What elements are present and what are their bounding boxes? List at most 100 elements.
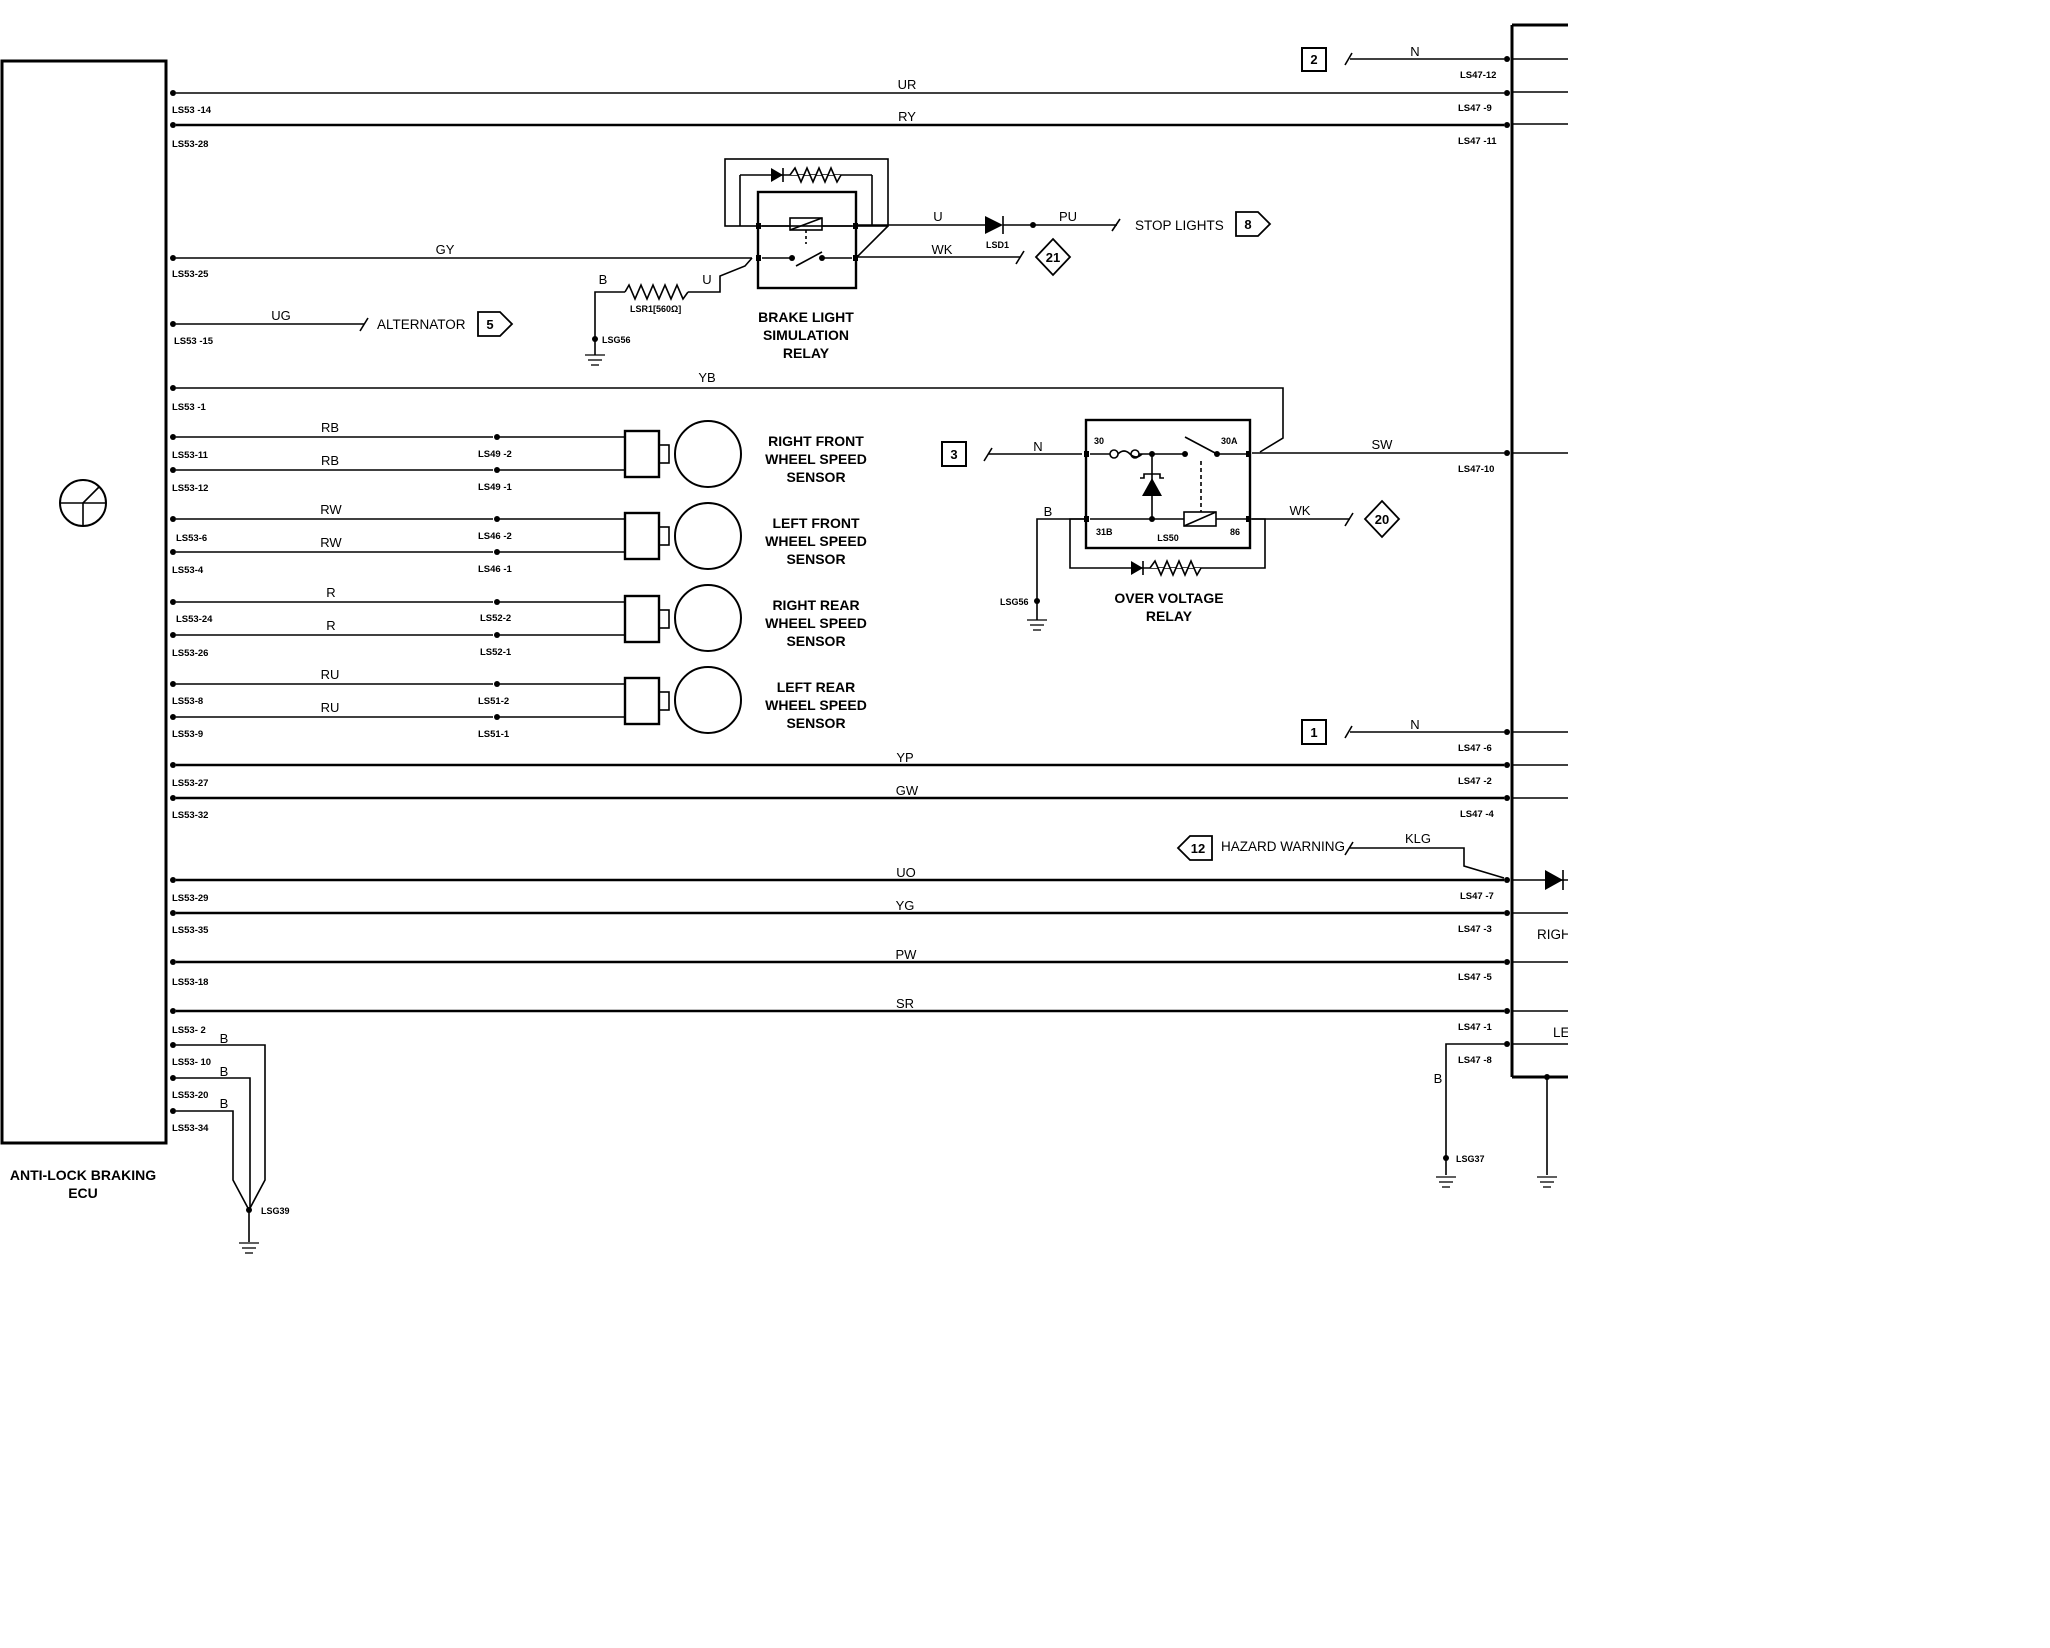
sensor-lf [623, 502, 742, 570]
wire-wk-21 [858, 250, 1025, 265]
pin-ls47-3: LS47 -3 [1458, 924, 1492, 935]
sensor-lr [623, 666, 742, 734]
sensor-rr-title-3: SENSOR [786, 633, 845, 649]
pin-ls53-24: LS53-24 [176, 614, 213, 625]
pin-ls53-1: LS53 -1 [172, 402, 207, 413]
pin-ls47-6: LS47 -6 [1458, 743, 1492, 754]
pin-ls46-1: LS46 -1 [478, 564, 513, 575]
sensor-lr-title-3: SENSOR [786, 715, 845, 731]
ref-box-3-label: 3 [950, 447, 957, 462]
ground-label-lsg56-b: LSG56 [1000, 597, 1029, 607]
wire-label-rw-1: RW [320, 502, 342, 517]
pin-ls47-5: LS47 -5 [1458, 972, 1493, 983]
sensor-lf-wires [170, 516, 625, 555]
ref-box-1 [1301, 719, 1327, 745]
ref-diamond-20-label: 20 [1375, 512, 1389, 527]
sensor-lf-title-3: SENSOR [786, 551, 845, 567]
sensor-lf-title-1: LEFT FRONT [772, 515, 860, 531]
pin-ls47-8: LS47 -8 [1458, 1055, 1492, 1066]
resistor-lsr1 [592, 257, 753, 345]
ref-box-2-label: 2 [1310, 52, 1317, 67]
sensor-lr-wires [170, 681, 625, 720]
wire-label-b-2: B [220, 1064, 229, 1079]
ref-arrow-8-label: 8 [1244, 217, 1251, 232]
wire-label-u: U [933, 209, 942, 224]
sensor-rr-title-1: RIGHT REAR [772, 597, 859, 613]
ovr-id: LS50 [1157, 533, 1179, 543]
wire-label-r-1: R [326, 585, 335, 600]
right-module-label-2: LE [1553, 1025, 1568, 1040]
wire-ry [170, 122, 1510, 128]
pin-ls47-11: LS47 -11 [1458, 136, 1497, 147]
wire-klg [1344, 841, 1505, 879]
wire-label-u-relay: U [702, 272, 711, 287]
pin-ls53-9: LS53-9 [172, 729, 203, 740]
wiring-diagram: ANTI-LOCK BRAKING ECU RIGH LE UR [0, 23, 1568, 1254]
pin-ls53-32: LS53-32 [172, 810, 208, 821]
pin-ls53-11: LS53-11 [172, 450, 209, 461]
pin-ls47-12: LS47-12 [1460, 70, 1496, 81]
wire-label-wk-1: WK [932, 242, 953, 257]
ground-symbol-icon [1537, 1176, 1557, 1188]
diode-label-lsd1: LSD1 [986, 240, 1009, 250]
alternator-label: ALTERNATOR [377, 317, 466, 332]
stop-lights-label: STOP LIGHTS [1135, 218, 1224, 233]
pin-ls52-2: LS52-2 [480, 613, 511, 624]
wire-label-rw-2: RW [320, 535, 342, 550]
pin-ls53-28: LS53-28 [172, 139, 208, 150]
pin-ls53-4: LS53-4 [172, 565, 204, 576]
right-module-internal-lines [1512, 58, 1568, 1175]
wire-yg [170, 910, 1510, 916]
wire-ur [170, 90, 1510, 96]
wire-sr [170, 1008, 1510, 1014]
wire-label-b-relay: B [599, 272, 608, 287]
pin-ls47-4: LS47 -4 [1460, 809, 1495, 820]
pin-ls52-1: LS52-1 [480, 647, 512, 658]
ground-symbol-icon [1436, 1176, 1456, 1188]
ground-wire-lsg37 [1443, 1041, 1510, 1175]
wire-sw [1252, 450, 1510, 456]
ground-label-lsg37: LSG37 [1456, 1154, 1485, 1164]
sensor-lr-title-2: WHEEL SPEED [765, 697, 867, 713]
wire-label-klg: KLG [1405, 831, 1431, 846]
ground-symbol-icon [239, 1242, 259, 1254]
pin-ls51-1: LS51-1 [478, 729, 510, 740]
pin-ls47-1: LS47 -1 [1458, 1022, 1493, 1033]
ovr-pin-86: 86 [1230, 527, 1240, 537]
ref-box-3 [941, 441, 967, 467]
wire-label-wk-2: WK [1290, 503, 1311, 518]
wire-label-ur: UR [898, 77, 917, 92]
hazard-warning-label: HAZARD WARNING [1221, 839, 1345, 854]
wire-label-ru-1: RU [321, 667, 340, 682]
right-module-label-1: RIGH [1537, 927, 1568, 942]
wire-label-b-3: B [220, 1096, 229, 1111]
wire-label-ug: UG [271, 308, 291, 323]
ecu-title-line1: ANTI-LOCK BRAKING [10, 1167, 156, 1183]
sensor-rf-title-1: RIGHT FRONT [768, 433, 864, 449]
ground-label-lsg56-a: LSG56 [602, 335, 631, 345]
brake-relay-title-3: RELAY [783, 345, 830, 361]
wire-label-b-1: B [220, 1031, 229, 1046]
ground-wires-lsg39 [170, 1042, 266, 1242]
resistor-label: LSR1[560Ω] [630, 304, 681, 314]
pin-ls53-15: LS53 -15 [174, 336, 214, 347]
ref-arrow-12-label: 12 [1191, 841, 1205, 856]
pin-ls53-14: LS53 -14 [172, 105, 212, 116]
wire-label-r-2: R [326, 618, 335, 633]
wire-yb [170, 385, 1284, 453]
wire-label-b-ovr: B [1044, 504, 1053, 519]
pin-ls49-1: LS49 -1 [478, 482, 513, 493]
ground-symbol-icon [1027, 619, 1047, 631]
wire-label-ru-2: RU [321, 700, 340, 715]
ground-label-lsg39: LSG39 [261, 1206, 290, 1216]
wire-n-lower [1344, 725, 1510, 739]
brake-relay-title-1: BRAKE LIGHT [758, 309, 854, 325]
pin-ls53-26: LS53-26 [172, 648, 208, 659]
wire-n-relay [983, 447, 1082, 462]
wire-label-uo: UO [896, 865, 916, 880]
pin-ls53-18: LS53-18 [172, 977, 208, 988]
pin-ls47-7: LS47 -7 [1460, 891, 1494, 902]
ref-diamond-20 [1363, 499, 1401, 539]
pin-ls51-2: LS51-2 [478, 696, 509, 707]
abs-ecu-box [0, 59, 168, 1145]
